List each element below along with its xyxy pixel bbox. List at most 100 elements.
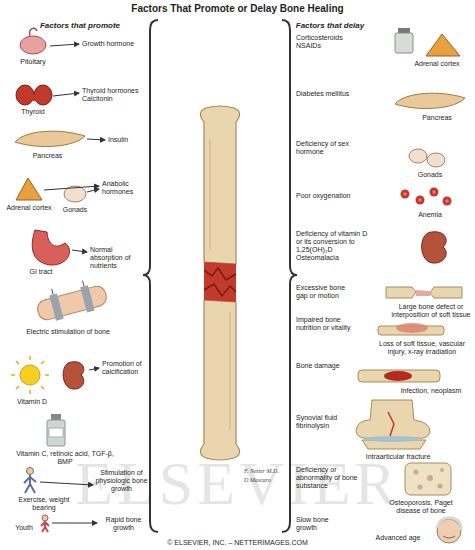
knee-joint	[388, 412, 394, 436]
fractured-bone	[204, 262, 236, 302]
cause-label: Infection, neoplasm	[390, 387, 472, 395]
vertebra	[414, 470, 419, 475]
damaged-bone	[384, 371, 412, 381]
factor-label: Deficiency or abnormality of bone substa…	[296, 466, 358, 490]
factor-label: Corticosteroids NSAIDs	[296, 34, 368, 50]
fractured-bone	[204, 284, 236, 296]
source-label: Adrenal cortex	[402, 60, 472, 68]
effect-label: Anabolic hormones	[102, 180, 148, 196]
effect-label: Promotion of calcification	[102, 360, 148, 376]
red-blood-cells	[430, 188, 439, 197]
source-label: Adrenal cortex	[6, 204, 52, 212]
walking-figure	[24, 475, 36, 493]
bone-gap	[416, 290, 430, 296]
factor-label: Slow bone growth	[296, 516, 346, 532]
stomach	[32, 230, 69, 265]
source-label: Gonads	[400, 171, 460, 179]
cause-label: Intraarticular fracture	[352, 453, 444, 461]
red-blood-cells	[401, 190, 410, 199]
damaged-bone	[358, 370, 440, 382]
bone-gap	[386, 287, 416, 298]
red-blood-cells	[418, 198, 422, 202]
drug-bottle	[395, 33, 413, 53]
fractured-bone	[204, 268, 236, 280]
effect-label: Thyroid hormones Calcitonin	[82, 87, 146, 103]
sun	[11, 356, 49, 394]
leader-arrow	[50, 44, 79, 46]
electrode-arm	[52, 281, 84, 295]
sun	[11, 356, 49, 394]
red-blood-cells	[443, 197, 452, 206]
electrode-arm	[36, 284, 109, 321]
factor-label: Synovial fluid fibrinolysin	[296, 414, 342, 430]
pancreas	[395, 93, 465, 108]
pituitary-gland	[30, 28, 37, 36]
electrode-arm	[80, 285, 94, 312]
vitamin-bottle	[47, 420, 65, 446]
factor-label: Impaired bone nutrition or vitality	[296, 316, 354, 332]
leader-arrow	[87, 189, 99, 192]
source-label: Electric stimulation of bone	[22, 328, 114, 336]
cause-label: Advanced age	[368, 534, 428, 542]
red-blood-cells	[403, 192, 407, 196]
leader-arrow	[89, 368, 99, 370]
fractured-bone	[200, 106, 239, 264]
electrode-arm	[33, 276, 109, 325]
source-label: GI tract	[16, 268, 66, 276]
walking-figure	[27, 468, 34, 475]
source-label: Youth	[8, 524, 40, 532]
effect-label: Growth hormone	[82, 40, 147, 48]
kidney	[63, 362, 84, 389]
factor-label: Deficiency of sex hormone	[296, 140, 358, 156]
leader-arrow	[44, 186, 99, 190]
child-figure	[41, 521, 49, 532]
leader-arrow	[72, 250, 87, 252]
copyright-line: © ELSEVIER, INC. – NETTERIMAGES.COM	[0, 539, 475, 547]
pancreas	[15, 131, 85, 146]
pituitary-gland	[20, 28, 46, 54]
knee-joint	[356, 400, 430, 438]
walking-figure	[24, 468, 36, 494]
pancreas	[395, 93, 465, 108]
column-heading: Factors that promote	[30, 21, 130, 30]
source-label: Vitamin C, retinoic acid, TGF-β, BMP	[10, 450, 120, 466]
source-label: Anemia	[400, 211, 460, 219]
leader-arrow	[87, 139, 105, 140]
cause-label: Loss of soft tissue, vascular injury, x-…	[372, 340, 472, 356]
thyroid-gland	[28, 95, 40, 101]
red-blood-cells	[401, 188, 452, 206]
elderly-head	[437, 518, 461, 543]
fractured-bone	[210, 140, 230, 430]
stomach	[32, 230, 69, 265]
artist-signature: D Mascaro	[244, 477, 288, 484]
factor-label: Diabetes mellitus	[296, 90, 358, 98]
factor-label: Poor oxygenation	[296, 192, 358, 200]
effect-label: Normal absorption of nutrients	[90, 246, 147, 270]
source-label: Pancreas	[402, 114, 472, 122]
red-blood-cells	[445, 199, 449, 203]
elderly-head	[437, 518, 461, 530]
vitamin-bottle	[49, 428, 63, 437]
pancreas	[15, 131, 85, 146]
sun	[20, 365, 40, 385]
figure-title: Factors That Promote or Delay Bone Heali…	[0, 3, 475, 15]
source-label: Vitamin D	[6, 398, 58, 406]
cause-label: Large bone defect or interposition of so…	[390, 303, 472, 319]
vertebra	[405, 463, 451, 495]
vertebra	[440, 468, 444, 472]
pituitary-gland	[20, 36, 46, 54]
drug-bottle	[395, 28, 413, 53]
kidney	[63, 362, 84, 389]
gonad	[409, 149, 445, 167]
effect-label: Rapid bone growth	[100, 516, 147, 532]
vertebra	[427, 475, 433, 481]
kidney	[422, 232, 447, 263]
thyroid-gland	[16, 85, 52, 105]
bone-gap	[386, 287, 462, 298]
effect-label: Insulin	[108, 136, 148, 144]
injured-bone	[396, 323, 428, 333]
fractured-bone	[200, 106, 239, 460]
factor-label: Deficiency of vitamin D or its conversio…	[296, 230, 370, 262]
bone-gap	[430, 287, 462, 298]
